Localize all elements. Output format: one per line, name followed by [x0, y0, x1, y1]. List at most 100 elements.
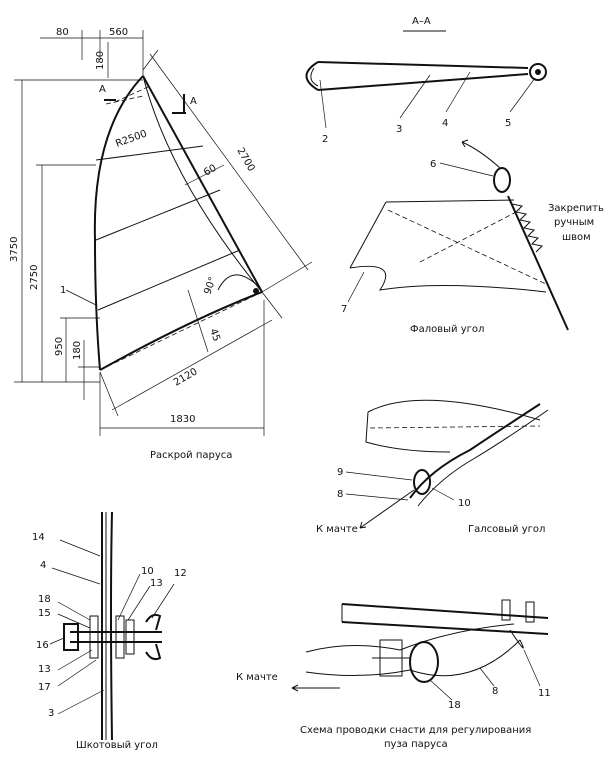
- sail-foot-chord: [99, 291, 263, 371]
- leader-10b: [117, 573, 141, 621]
- rigging-diagram: К мачте 18 8 11 Схема проводки снасти дл…: [236, 599, 551, 750]
- tack-caption: Галсовый угол: [468, 524, 545, 535]
- clew-sail-strip-right: [110, 511, 113, 741]
- num-10b: 10: [141, 566, 154, 577]
- num-18: 18: [38, 594, 51, 605]
- num-18b: 18: [448, 700, 461, 711]
- head-sail-top: [385, 199, 515, 203]
- head-diag-1: [387, 209, 547, 285]
- num-15: 15: [38, 608, 51, 619]
- num-13a: 13: [150, 578, 163, 589]
- panel-seam-3: [97, 249, 241, 311]
- dim-950: 950: [54, 337, 65, 356]
- sail-leech-line: [142, 75, 263, 293]
- sheet-lower: [305, 639, 521, 677]
- batten-lower: [317, 73, 529, 91]
- to-mast-arrow: [291, 684, 340, 692]
- fitting-2: [525, 601, 535, 623]
- washer-left: [89, 615, 99, 659]
- num-17: 17: [38, 682, 51, 693]
- tack-to-mast: К мачте: [316, 524, 358, 535]
- eyelet: [529, 63, 547, 81]
- leader-17: [57, 659, 97, 687]
- sail-leech-curve: [142, 75, 263, 293]
- rig-to-mast: К мачте: [236, 672, 278, 683]
- leader-5: [509, 77, 536, 113]
- dim-60: 60: [202, 163, 219, 179]
- leader-14: [59, 539, 101, 557]
- num-12: 12: [174, 568, 187, 579]
- head-sail-left: [349, 201, 387, 269]
- rig-thimble: [409, 641, 439, 683]
- leader-18: [57, 601, 91, 621]
- head-caption: Фаловый угол: [410, 324, 484, 335]
- tack-thimble: [413, 469, 431, 495]
- leader-4: [445, 71, 471, 113]
- note-line-1: Закрепить: [548, 203, 604, 214]
- leader-10: [431, 487, 455, 501]
- dim-2750: 2750: [29, 265, 40, 290]
- tack-corner-diagram: 9 8 10 К мачте Галсовый угол: [316, 399, 549, 535]
- num-16: 16: [36, 640, 49, 651]
- num-4b: 4: [40, 560, 46, 571]
- tack-sail-upper: [367, 399, 541, 421]
- dim-180-bottom: 180: [72, 341, 83, 360]
- sheet-upper: [305, 623, 515, 653]
- head-gusset: [105, 95, 144, 105]
- num-8b: 8: [492, 686, 498, 697]
- marker-1-leader: [65, 289, 97, 306]
- dim-line-180-bottom: [78, 340, 100, 400]
- num-14: 14: [32, 532, 45, 543]
- wing-nut: [145, 613, 162, 661]
- leader-3: [399, 74, 431, 119]
- num-9: 9: [337, 467, 343, 478]
- dim-560: 560: [109, 27, 128, 38]
- num-3: 3: [396, 124, 402, 135]
- sail-foot-curve: [99, 291, 263, 371]
- dim-line-45: [187, 289, 209, 353]
- radius-label: R2500: [114, 128, 148, 149]
- panel-seam-2: [95, 189, 221, 241]
- leader-11: [523, 649, 541, 687]
- leader-13b: [57, 649, 93, 671]
- section-title: A–A: [412, 16, 431, 27]
- leader-15: [57, 613, 91, 629]
- section-mark-right: [172, 94, 186, 114]
- dim-line-950: [60, 317, 100, 382]
- bolt-head: [63, 623, 79, 651]
- num-11: 11: [538, 688, 551, 699]
- num-5: 5: [505, 118, 511, 129]
- head-thimble: [493, 167, 511, 193]
- rig-caption-2: пуза паруса: [384, 739, 448, 750]
- sail-head-dashed: [114, 85, 151, 103]
- head-rope: [507, 195, 569, 331]
- dim-2120: 2120: [172, 366, 200, 388]
- leader-7: [347, 271, 365, 303]
- boom-bottom: [341, 621, 549, 635]
- tack-sail-left: [365, 411, 451, 453]
- panel-seam-1: [95, 145, 204, 161]
- fitting-1: [501, 599, 511, 621]
- tack-boom-rope: [409, 403, 541, 499]
- dim-line-60: [184, 164, 225, 186]
- dim-line-2700: [142, 49, 313, 293]
- dim-3750: 3750: [9, 237, 20, 262]
- angle-90: 90°: [202, 276, 218, 296]
- tack-sail-dash: [369, 425, 541, 429]
- leader-9: [345, 471, 413, 481]
- leader-8: [345, 493, 409, 501]
- halyard-arrow: [461, 139, 501, 169]
- dim-2700: 2700: [234, 146, 256, 174]
- dim-180-top: 180: [95, 51, 106, 70]
- clew-point: [253, 288, 259, 294]
- leader-8b: [479, 667, 495, 687]
- sail-luff-curve: [93, 75, 144, 371]
- sail-cut-diagram: 80 560 180 A A R2500 2700 60 3750 2750 9…: [9, 27, 313, 461]
- num-3b: 3: [48, 708, 54, 719]
- section-a-left: A: [99, 84, 106, 95]
- num-10: 10: [458, 498, 471, 509]
- hand-stitch: [511, 203, 544, 253]
- right-angle-arc: [217, 274, 259, 291]
- num-6: 6: [430, 159, 436, 170]
